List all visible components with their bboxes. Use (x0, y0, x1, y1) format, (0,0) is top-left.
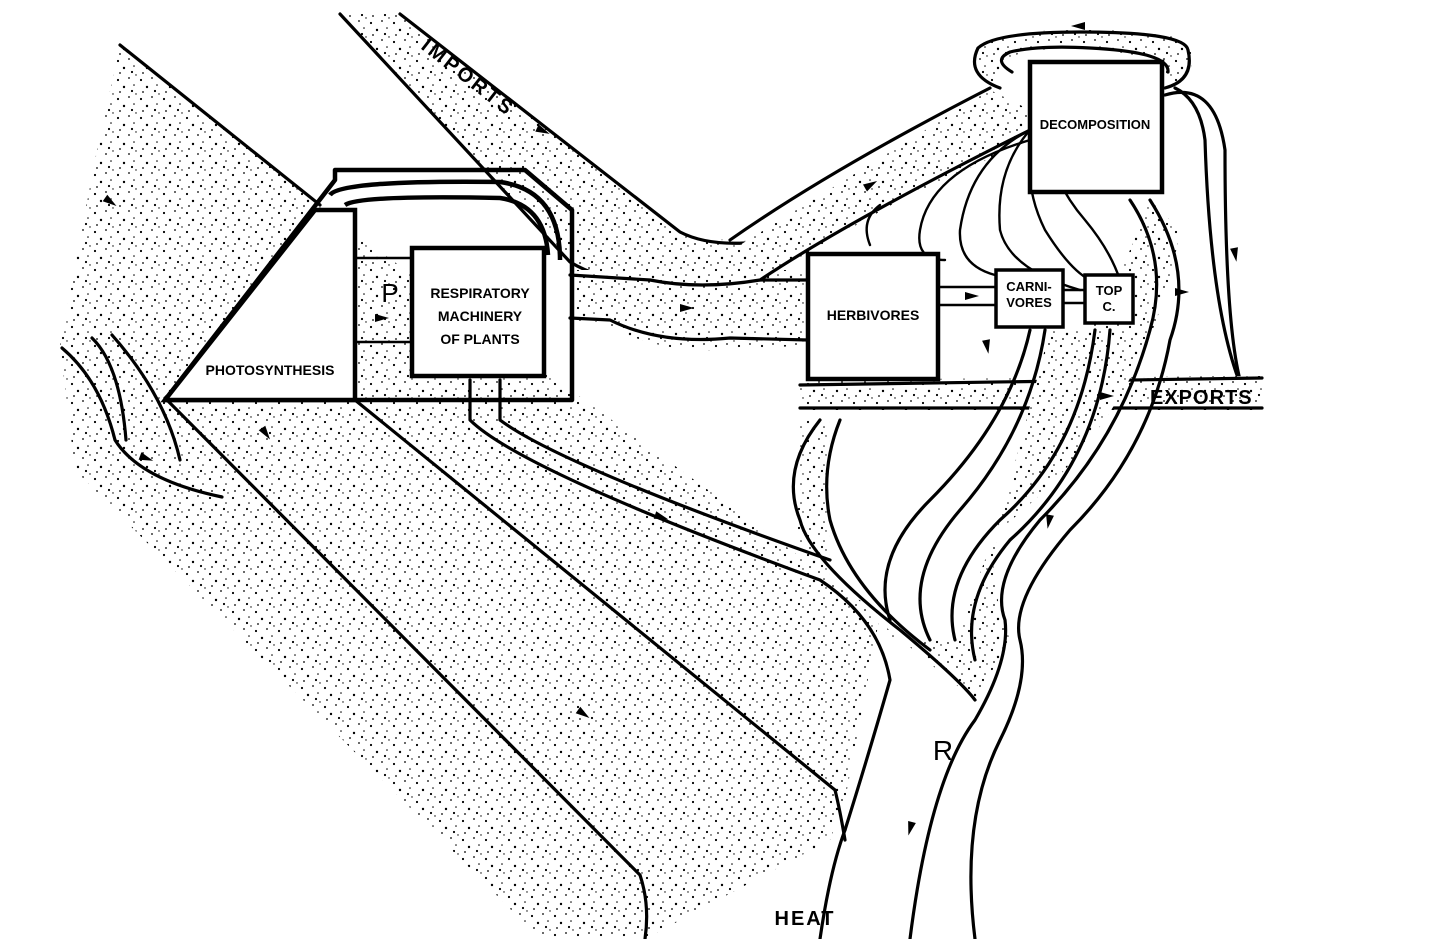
respiratory-label-line1: RESPIRATORY (430, 285, 530, 301)
carnivores-node: CARNI- VORES (994, 268, 1065, 329)
heat-label: HEAT (775, 908, 836, 930)
herbivores-node: HERBIVORES (805, 251, 941, 382)
flow-arrow-icon (102, 194, 117, 207)
carnivores-label-line2: VORES (1006, 295, 1052, 310)
plant-output-band (568, 270, 810, 351)
flow-arrow-icon (680, 304, 694, 312)
flow-arrow-icon (965, 292, 979, 300)
top-carnivores-node: TOP C. (1083, 273, 1135, 325)
respiratory-label-line2: MACHINERY (438, 308, 523, 324)
top-c-label-line1: TOP (1096, 283, 1123, 298)
flow-arrow-icon (575, 706, 590, 719)
flow-arrow-icon (1230, 247, 1238, 262)
respiratory-machinery-node: RESPIRATORY MACHINERY OF PLANTS (409, 245, 547, 379)
flow-arrow-icon (863, 181, 878, 192)
plant-frame (162, 167, 575, 403)
flow-arrow-icon (1046, 514, 1054, 529)
flow-arrow-icon (908, 820, 916, 836)
herbivores-label: HERBIVORES (827, 307, 920, 323)
photosynthesis-label: PHOTOSYNTHESIS (206, 362, 335, 378)
p-node: P (381, 278, 398, 308)
decomposition-node: DECOMPOSITION (1027, 59, 1165, 195)
flow-arrow-icon (138, 452, 154, 461)
flow-arrow-icon (375, 314, 389, 322)
respiration-strands (468, 198, 1181, 939)
r-label: R (933, 735, 953, 766)
carnivores-label-line1: CARNI- (1006, 279, 1052, 294)
herbivore-to-carnivore-link (936, 285, 1087, 307)
flow-arrow-icon (1100, 392, 1114, 400)
top-c-label-line2: C. (1103, 299, 1116, 314)
flow-arrow-icon (982, 339, 990, 354)
flow-arrow-icon (535, 124, 550, 134)
flow-arrows (102, 22, 1238, 836)
left-strands (60, 333, 224, 499)
flow-arrow-icon (1071, 22, 1085, 30)
exports-label: EXPORTS (1150, 387, 1253, 409)
photosynthesis-node: PHOTOSYNTHESIS (160, 207, 358, 403)
to-decomposition-band (728, 86, 1032, 282)
p-label: P (381, 278, 398, 308)
flow-arrow-icon (653, 511, 669, 520)
recycle-loop (972, 30, 1193, 90)
respiratory-label-line3: OF PLANTS (440, 331, 519, 347)
flow-arrow-icon (258, 425, 271, 440)
decomposition-right-arc (1163, 86, 1242, 382)
flow-arrow-icon (1175, 288, 1189, 296)
sunlight-band (60, 43, 880, 939)
decomposition-label: DECOMPOSITION (1040, 117, 1151, 132)
